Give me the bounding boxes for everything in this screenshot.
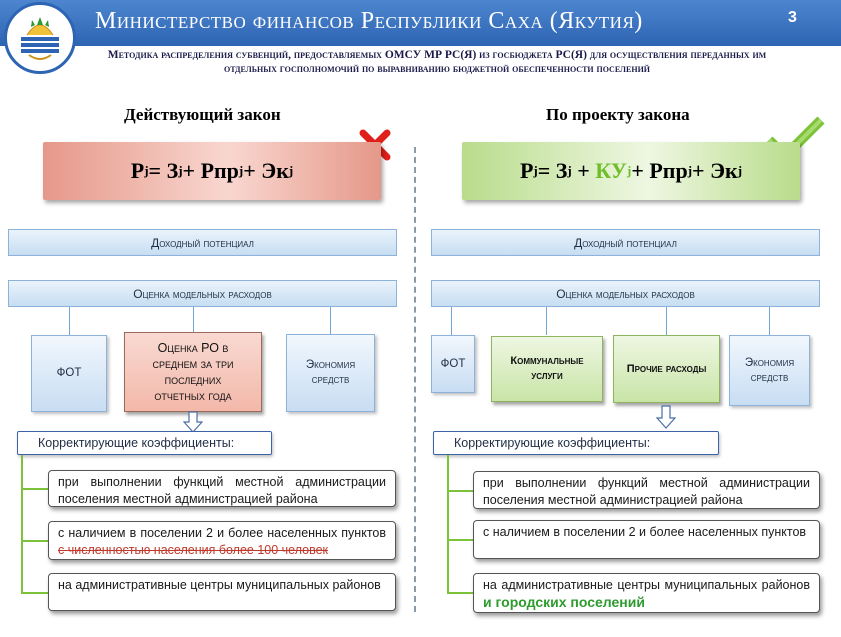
item-text: с наличием в поселении 2 и более населен…: [58, 526, 386, 540]
bracket-tick: [447, 490, 473, 492]
item-text: на административные центры муниципальных…: [483, 578, 810, 592]
right-coef-header: Корректирующие коэффициенты:: [433, 431, 719, 455]
left-box-avg-expenses: Оценка РО в среднем за три последних отч…: [124, 332, 262, 412]
connector: [546, 307, 547, 335]
page-number: 3: [788, 9, 797, 26]
right-coef-item-centers: на административные центры муниципальных…: [473, 573, 820, 613]
struck-text: с численностью населения более 100 челов…: [58, 543, 329, 557]
right-box-other-expenses: Прочие расходы: [613, 335, 720, 403]
left-heading: Действующий закон: [124, 105, 281, 124]
bracket-tick: [21, 488, 48, 490]
down-arrow-icon: [656, 405, 676, 429]
connector: [330, 307, 331, 335]
right-coef-item-settlements: с наличием в поселении 2 и более населен…: [473, 520, 820, 559]
header-bar: [0, 0, 841, 46]
connector: [69, 307, 70, 335]
ministry-logo: [4, 2, 76, 74]
bracket-tick: [21, 592, 48, 594]
connector: [451, 307, 452, 335]
right-heading: По проекту закона: [546, 105, 690, 124]
connector: [769, 307, 770, 335]
bracket-tick: [447, 592, 473, 594]
bracket-line: [21, 455, 23, 593]
right-model-expenses: Оценка модельных расходов: [431, 280, 820, 307]
left-coef-item-centers: на административные центры муниципальных…: [48, 573, 396, 611]
emblem-icon: [10, 8, 70, 68]
down-arrow-icon: [183, 411, 203, 433]
right-box-fot: ФОТ: [431, 335, 475, 393]
left-model-expenses: Оценка модельных расходов: [8, 280, 397, 307]
column-divider: [414, 147, 416, 612]
document-subtitle: Методика распределения субвенций, предос…: [107, 49, 767, 75]
left-coef-item-admin: при выполнении функций местной администр…: [48, 470, 396, 507]
left-box-fot: ФОТ: [31, 335, 107, 412]
page-title: Министерство финансов Республики Саха (Я…: [95, 8, 643, 34]
left-box-savings: Экономия средств: [286, 334, 375, 412]
bracket-tick: [21, 540, 48, 542]
bracket-tick: [447, 539, 473, 541]
added-text: и городских поселений: [483, 594, 645, 610]
left-coef-header: Корректирующие коэффициенты:: [17, 431, 272, 455]
right-box-savings: Экономия средств: [729, 335, 810, 406]
connector: [193, 307, 194, 335]
left-income-potential: Доходный потенциал: [8, 229, 397, 256]
bracket-line: [447, 455, 449, 593]
connector: [666, 307, 667, 335]
right-income-potential: Доходный потенциал: [431, 229, 820, 256]
right-coef-item-admin: при выполнении функций местной администр…: [473, 471, 820, 509]
left-coef-item-settlements: с наличием в поселении 2 и более населен…: [48, 521, 396, 560]
right-box-utilities: Коммунальные услуги: [491, 336, 603, 402]
